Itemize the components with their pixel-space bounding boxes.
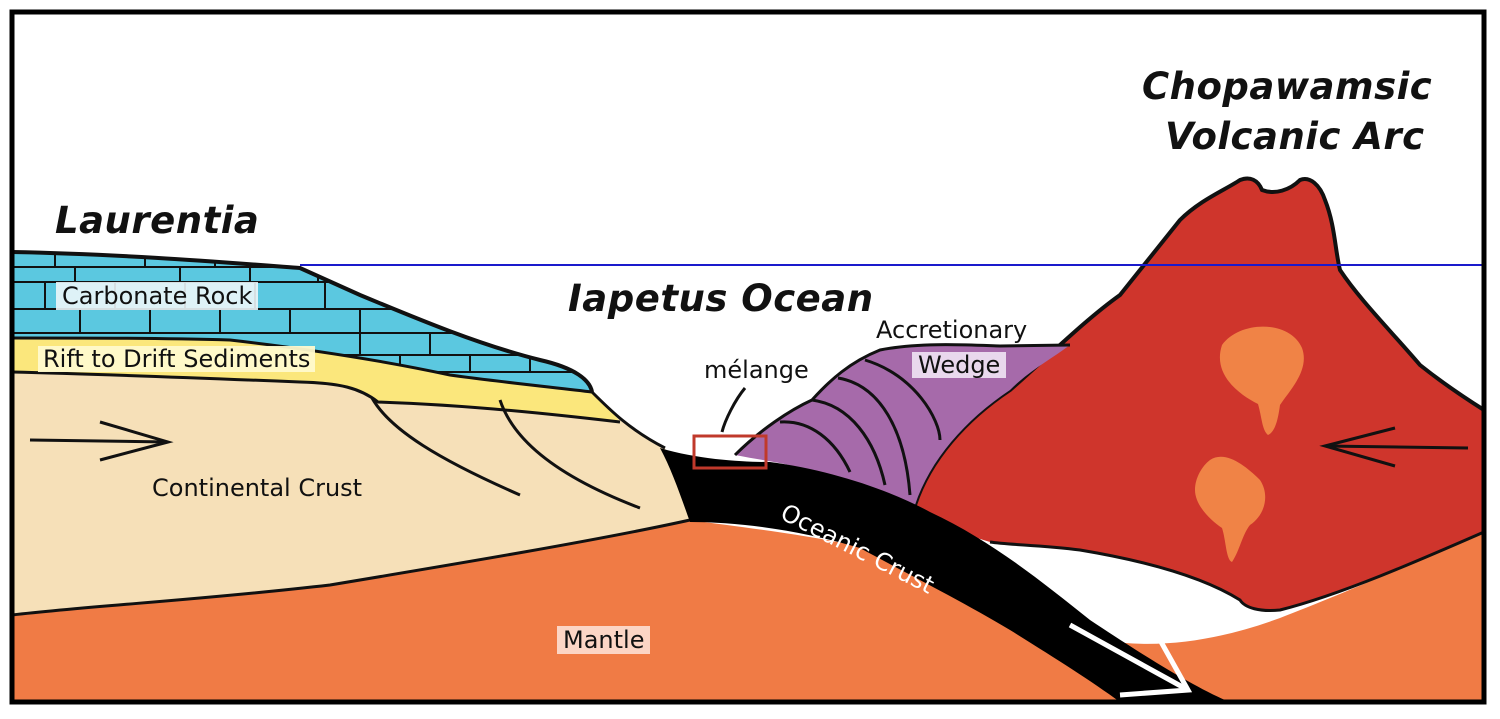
arc-title-line2: Volcanic Arc [1165,115,1425,158]
oceanic-crust [660,448,1230,702]
wedge-thrust-faults [779,358,942,496]
accretionary-wedge [735,344,1070,510]
laurentia-label: Laurentia [55,199,260,242]
rift-sediments-label: Rift to Drift Sediments [38,346,316,372]
accretionary-label-line2: Wedge [912,352,1007,378]
iapetus-ocean-label: Iapetus Ocean [568,277,874,320]
volcanic-arc [915,178,1484,611]
arrow-down-right-icon [1068,622,1193,698]
melange-leader [720,387,747,433]
frame [9,9,1487,705]
crust-faults [370,397,641,510]
magma-blob-lower [1195,456,1266,562]
melange-box [692,434,768,470]
continental-crust [12,368,690,615]
arrow-left-icon [1319,426,1469,468]
accretionary-label-line1: Accretionary [876,316,1028,344]
carbonate-rock-label: Carbonate Rock [56,282,259,310]
continental-crust-label: Continental Crust [152,474,363,502]
arrow-right-icon [29,420,174,462]
mantle-label: Mantle [557,626,651,654]
melange-label: mélange [704,356,809,384]
arc-title-line1: Chopawamsic [1142,65,1433,108]
magma-blob-upper [1219,326,1304,435]
